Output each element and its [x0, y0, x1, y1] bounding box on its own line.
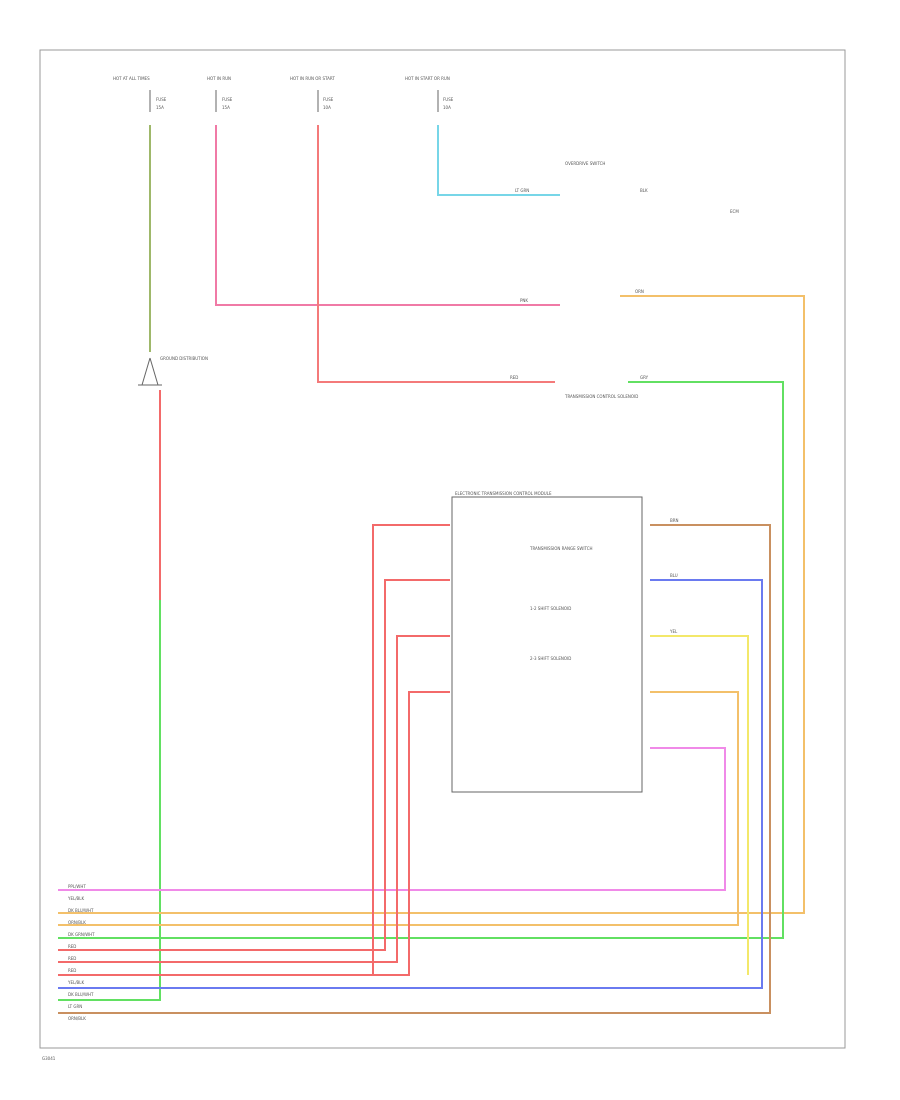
wire-ground-green: [58, 600, 161, 1001]
fuse-amp-4: 10A: [443, 105, 451, 110]
connector-label-1: PPL/WHT: [68, 884, 86, 889]
wire-red-4: [58, 691, 450, 976]
connector-label-11: LT GRN: [68, 1004, 82, 1009]
connector-label-2: YEL/BLK: [67, 896, 85, 901]
connector-label-8: RED: [68, 968, 76, 973]
fuse-label-3: HOT IN RUN OR START: [290, 76, 335, 81]
overdrive-switch-label: OVERDRIVE SWITCH: [565, 161, 605, 166]
fuse-id-3: FUSE: [323, 97, 334, 102]
tcc-solenoid-label: TRANSMISSION CONTROL SOLENOID: [564, 394, 638, 399]
wire-color-blk: BLK: [640, 188, 648, 193]
connector-label-4: ORN/BLK: [68, 920, 86, 925]
shift-solenoid-label: 1-2 SHIFT SOLENOID: [530, 606, 571, 611]
range-switch-label: TRANSMISSION RANGE SWITCH: [529, 546, 593, 551]
wire-yellow-1: [650, 635, 749, 975]
fuse-labels: HOT AT ALL TIMES HOT IN RUN HOT IN RUN O…: [113, 76, 454, 110]
wire-color-ltgrn: LT GRN: [515, 188, 529, 193]
diagram-frame: [39, 49, 846, 1049]
wire-color-gry: GRY: [640, 375, 649, 380]
ground-symbol: [138, 357, 162, 386]
connector-label-3: DK BLU/WHT: [68, 908, 94, 913]
wire-color-blu: BLU: [670, 573, 678, 578]
fuse-label-2: HOT IN RUN: [207, 76, 231, 81]
wire-hot-in-start: [437, 125, 560, 196]
fuse-amp-3: 10A: [323, 105, 331, 110]
fuse-amp-2: 15A: [222, 105, 230, 110]
wire-color-yel: YEL: [669, 629, 678, 634]
wire-color-brn: BRN: [670, 518, 679, 523]
connector-label-9: YEL/BLK: [67, 980, 85, 985]
wire-color-orn: ORN: [635, 289, 644, 294]
fuse-id-2: FUSE: [222, 97, 233, 102]
component-labels: GROUND DISTRIBUTION OVERDRIVE SWITCH TRA…: [160, 161, 739, 661]
fuse-ticks: [149, 90, 439, 112]
wire-hot-in-run-or-start: [317, 125, 555, 383]
trans-module-box: [451, 496, 643, 793]
fuse-id-4: FUSE: [443, 97, 454, 102]
wire-red-2: [58, 579, 450, 951]
wire-color-pnk: PNK: [520, 298, 528, 303]
fuse-id-1: FUSE: [156, 97, 167, 102]
ecm-label: ECM: [730, 209, 739, 214]
fuse-label-1: HOT AT ALL TIMES: [113, 76, 150, 81]
wire-hot-in-run: [215, 125, 560, 306]
connector-label-7: RED: [68, 956, 76, 961]
wire-blue-1: [58, 579, 763, 989]
wire-red-1: [58, 524, 450, 976]
wire-brown-1: [58, 524, 771, 1014]
connector-label-12: ORN/BLK: [68, 1016, 86, 1021]
connector-label-5: DK GRN/WHT: [68, 932, 95, 937]
wire-green-1: [58, 381, 784, 939]
wire-orange-1: [58, 295, 805, 914]
ground-label: GROUND DISTRIBUTION: [160, 356, 208, 361]
wire-color-red: RED: [510, 375, 518, 380]
wire-red-3: [58, 635, 450, 963]
pressure-switch-label: 2-3 SHIFT SOLENOID: [530, 656, 571, 661]
fuse-amp-1: 15A: [156, 105, 164, 110]
connector-label-10: DK BLU/WHT: [68, 992, 94, 997]
wire-pink-1: [58, 747, 726, 891]
footer-code: G3041: [42, 1056, 56, 1061]
fuse-label-4: HOT IN START OR RUN: [405, 76, 450, 81]
connector-label-6: RED: [68, 944, 76, 949]
connector-labels: PPL/WHT YEL/BLK DK BLU/WHT ORN/BLK DK GR…: [67, 884, 95, 1021]
trans-module-label: ELECTRONIC TRANSMISSION CONTROL MODULE: [455, 491, 552, 496]
wire-color-labels: LT GRN PNK RED ORN BLK YEL BRN BLU GRY: [510, 188, 679, 634]
